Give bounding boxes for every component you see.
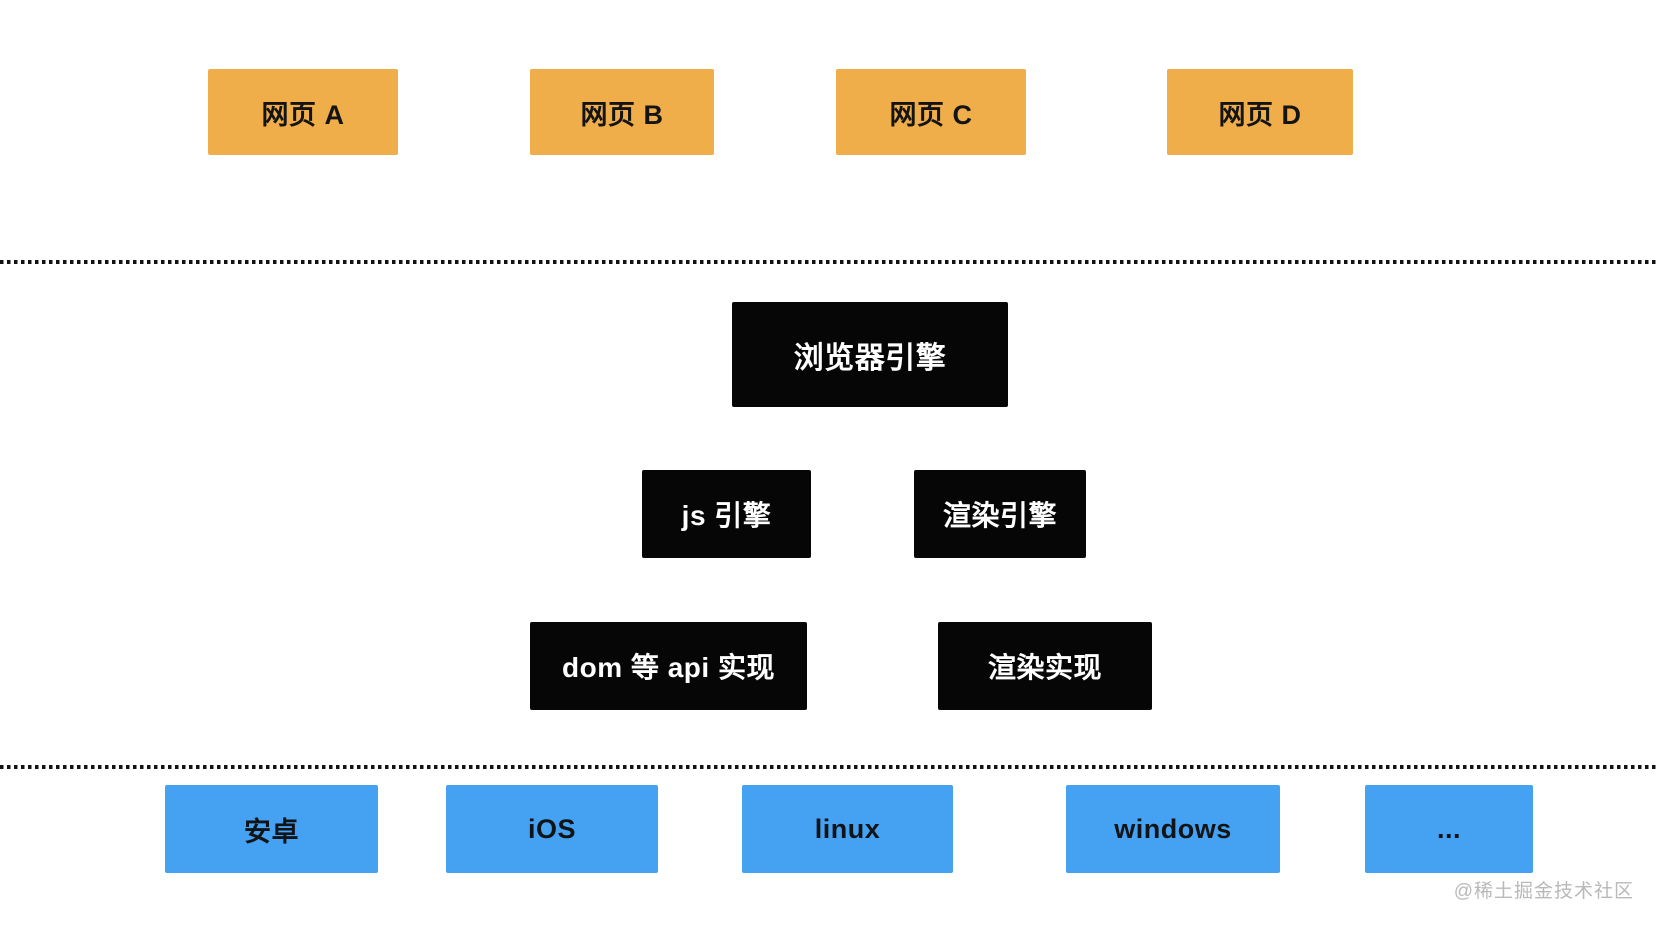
- top-dotted-divider: [0, 260, 1656, 264]
- web-page-d-box: 网页 D: [1167, 69, 1353, 155]
- os-linux-box: linux: [742, 785, 953, 873]
- js-engine-box: js 引擎: [642, 470, 811, 558]
- browser-engine-box: 浏览器引擎: [732, 302, 1008, 407]
- web-page-a-box: 网页 A: [208, 69, 398, 155]
- os-ios-box: iOS: [446, 785, 658, 873]
- render-impl-box: 渲染实现: [938, 622, 1152, 710]
- os-android-box: 安卓: [165, 785, 378, 873]
- bottom-dotted-divider: [0, 765, 1656, 769]
- os-windows-box: windows: [1066, 785, 1280, 873]
- web-page-c-box: 网页 C: [836, 69, 1026, 155]
- dom-api-impl-box: dom 等 api 实现: [530, 622, 807, 710]
- juejin-watermark: @稀土掘金技术社区: [1453, 881, 1634, 902]
- render-engine-box: 渲染引擎: [914, 470, 1086, 558]
- os-ellipsis-box: ...: [1365, 785, 1533, 873]
- web-page-b-box: 网页 B: [530, 69, 714, 155]
